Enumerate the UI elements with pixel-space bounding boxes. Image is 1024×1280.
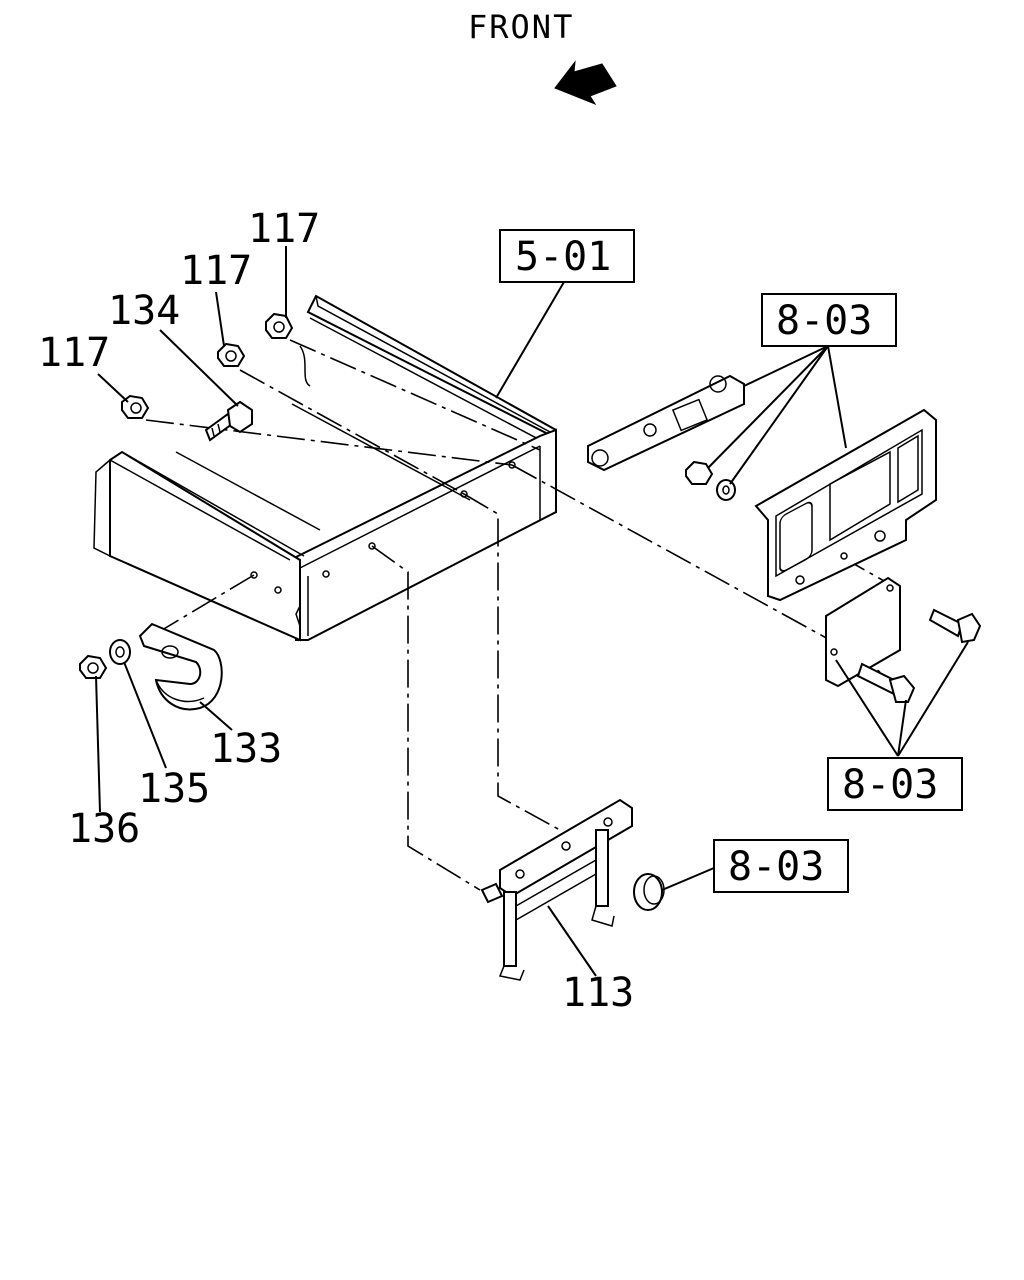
- callout-117-c: 117: [38, 330, 110, 376]
- rear-combination-lamp: [754, 408, 937, 602]
- callout-113: 113: [562, 970, 634, 1016]
- ref-8-03-grommet-label: 8-03: [728, 844, 824, 890]
- lamp-bolt-lower: [856, 662, 916, 703]
- ref-5-01-label: 5-01: [515, 234, 611, 280]
- nut-117-a: [265, 312, 294, 339]
- ref-box-5-01[interactable]: 5-01: [499, 229, 635, 283]
- washer-135: [109, 639, 131, 665]
- callout-136: 136: [68, 806, 140, 852]
- bolt-134: [204, 400, 253, 442]
- lamp-nut: [685, 460, 714, 485]
- grommet: [633, 873, 665, 911]
- ref-box-8-03-bolts[interactable]: 8-03: [827, 757, 963, 811]
- callout-135: 135: [138, 766, 210, 812]
- callout-134: 134: [108, 288, 180, 334]
- frame-rail: [93, 294, 557, 642]
- lamp-washer: [716, 479, 736, 501]
- callout-133: 133: [210, 726, 282, 772]
- lamp-bracket: [587, 374, 745, 472]
- tow-hook-133: [138, 622, 223, 711]
- ref-8-03-lamp-label: 8-03: [776, 298, 872, 344]
- ref-box-8-03-lamp[interactable]: 8-03: [761, 293, 897, 347]
- lamp-mount-plate: [825, 576, 901, 688]
- nut-117-b: [217, 342, 246, 367]
- nut-136: [79, 654, 108, 679]
- ref-8-03-bolts-label: 8-03: [842, 762, 938, 808]
- nut-117-c: [121, 394, 150, 419]
- front-label: FRONT: [468, 8, 574, 46]
- bracket-113: [480, 798, 633, 981]
- front-arrow-icon: [554, 60, 617, 106]
- callout-117-b: 117: [180, 248, 252, 294]
- ref-box-8-03-grommet[interactable]: 8-03: [713, 839, 849, 893]
- callout-117-a: 117: [248, 206, 320, 252]
- lamp-bolt-upper: [928, 608, 982, 644]
- leader-lines: [95, 246, 969, 977]
